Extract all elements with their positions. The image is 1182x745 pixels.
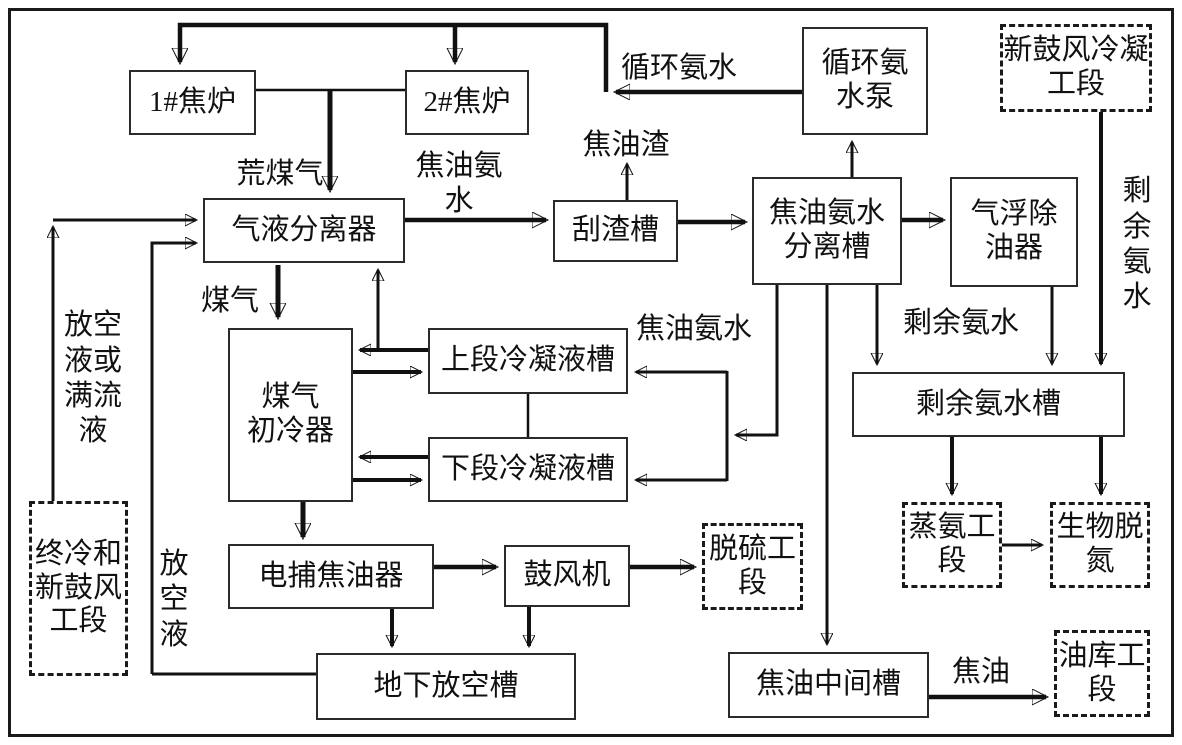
bio-denitrification-section: 生物脱 氮 bbox=[1050, 502, 1150, 588]
circulating-ammonia-water-label: 循环氨水 bbox=[620, 52, 737, 85]
desulfurization-section: 脱硫工 段 bbox=[702, 523, 803, 610]
blower: 鼓风机 bbox=[504, 545, 630, 607]
vent-liquid-label: 放 空 液 bbox=[159, 547, 189, 651]
slag-scraper-tank: 刮渣槽 bbox=[553, 200, 678, 262]
surplus-ammonia-water-label-v: 剩 余 氨 水 bbox=[1122, 175, 1152, 314]
gas-label: 煤气 bbox=[200, 285, 259, 318]
coke-oven-2: 2#焦炉 bbox=[405, 70, 529, 135]
raw-gas-label: 荒煤气 bbox=[236, 158, 324, 191]
electric-tar-precipitator: 电捕焦油器 bbox=[228, 544, 434, 609]
tar-intermediate-tank: 焦油中间槽 bbox=[728, 652, 929, 718]
tar-label: 焦油 bbox=[951, 656, 1010, 689]
line-separation-tank-to-condensate-rail bbox=[736, 285, 779, 435]
air-flotation-deoiler: 气浮除 油器 bbox=[950, 177, 1078, 287]
line-top-feed-to-oven1 bbox=[180, 22, 609, 92]
ammonia-distillation-section: 蒸氨工 段 bbox=[902, 502, 1002, 588]
gas-liquid-separator: 气液分离器 bbox=[203, 198, 405, 263]
tar-ammonia-water-label-1: 焦油氨水 bbox=[415, 149, 503, 217]
surplus-ammonia-tank: 剩余氨水槽 bbox=[852, 372, 1125, 437]
tar-ammonia-water-label-2: 焦油氨水 bbox=[635, 313, 752, 346]
oil-depot-section: 油库工 段 bbox=[1054, 630, 1150, 717]
new-blower-condensation-section: 新鼓风冷凝 工段 bbox=[1000, 24, 1152, 112]
underground-vent-tank: 地下放空槽 bbox=[316, 653, 576, 720]
tar-ammonia-separation-tank: 焦油氨水 分离槽 bbox=[752, 177, 902, 285]
tar-slag-label: 焦油渣 bbox=[582, 129, 670, 162]
final-cooling-new-blower-section: 终冷和 新鼓风 工段 bbox=[29, 501, 128, 676]
gas-primary-cooler: 煤气 初冷器 bbox=[228, 328, 353, 502]
diagram-border bbox=[8, 8, 1174, 737]
lower-condensate-tank: 下段冷凝液槽 bbox=[428, 437, 628, 502]
upper-condensate-tank: 上段冷凝液槽 bbox=[428, 328, 628, 394]
circulating-ammonia-pump: 循环氨 水泵 bbox=[802, 27, 928, 135]
surplus-ammonia-water-label-h: 剩余氨水 bbox=[902, 307, 1019, 340]
line-vent-liquid-return bbox=[150, 243, 196, 674]
vent-or-overflow-liquid-label: 放空 液或 满流 液 bbox=[63, 309, 122, 448]
coke-oven-1: 1#焦炉 bbox=[129, 70, 256, 135]
